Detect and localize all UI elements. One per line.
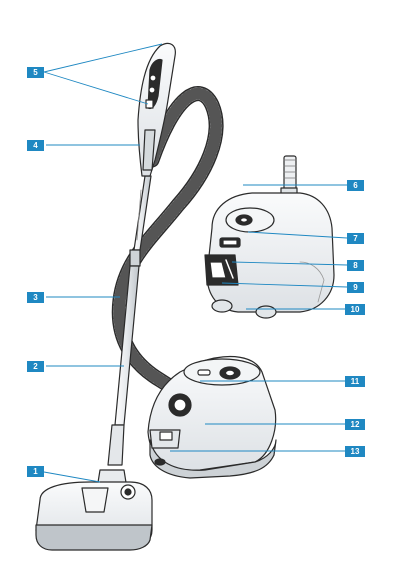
- vacuum-body: [147, 355, 277, 479]
- telescopic-tube: [107, 175, 152, 466]
- floor-nozzle: [35, 469, 153, 551]
- vacuum-body-detail: [204, 155, 335, 319]
- hose: [111, 86, 224, 413]
- leader-lines: [43, 43, 348, 483]
- handle: [137, 42, 176, 177]
